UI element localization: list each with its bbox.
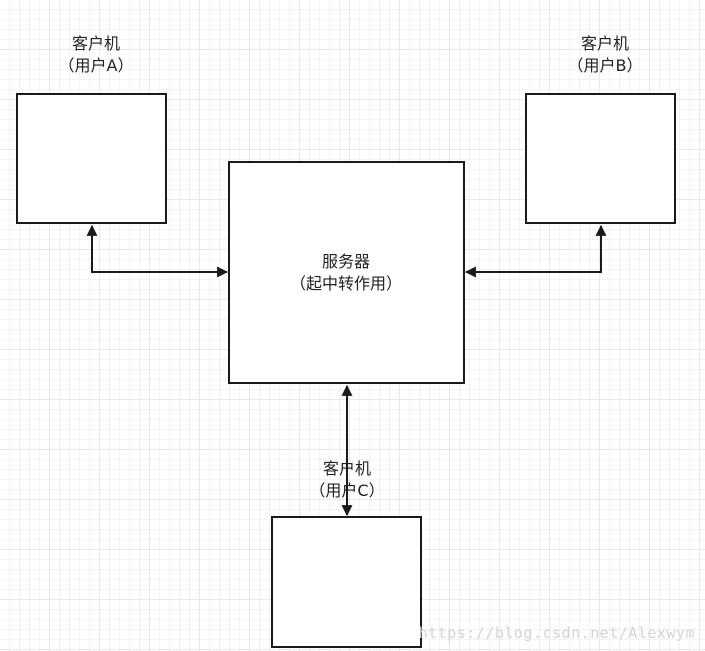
client-c-box xyxy=(271,516,422,648)
client-a-label: 客户机 （用户A） xyxy=(41,33,151,77)
client-c-subtitle: （用户C） xyxy=(309,481,385,500)
server-label: 服务器 （起中转作用） xyxy=(266,251,426,295)
server-title: 服务器 xyxy=(321,252,370,271)
connector-client-a-server xyxy=(86,224,229,278)
client-c-title: 客户机 xyxy=(322,459,371,478)
client-a-title: 客户机 xyxy=(71,34,120,53)
client-b-box xyxy=(525,93,676,224)
client-b-label: 客户机 （用户B） xyxy=(550,33,660,77)
client-b-title: 客户机 xyxy=(580,34,629,53)
client-b-subtitle: （用户B） xyxy=(567,56,643,75)
watermark: https://blog.csdn.net/Alexwym xyxy=(418,624,695,642)
client-c-label: 客户机 （用户C） xyxy=(292,458,402,502)
client-a-box xyxy=(16,93,167,224)
connector-client-b-server xyxy=(464,224,607,278)
server-box xyxy=(228,161,465,384)
client-a-subtitle: （用户A） xyxy=(58,56,134,75)
server-subtitle: （起中转作用） xyxy=(289,274,402,293)
